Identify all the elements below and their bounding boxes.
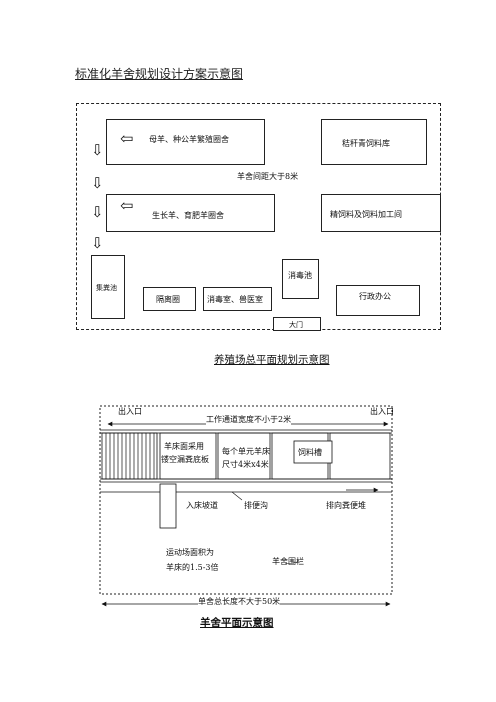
slat-lines — [105, 433, 155, 479]
farm-plan-caption: 养殖场总平面规划示意图 — [214, 354, 330, 366]
office-label: 行政办公 — [359, 292, 391, 301]
growing-shed-label: 生长羊、育肥羊圈舍 — [152, 211, 224, 220]
yard-area-line-2: 羊床的1.5-3倍 — [166, 563, 219, 572]
unit-size-line-1: 每个单元羊床 — [222, 447, 270, 456]
document-title: 标准化羊舍规划设计方案示意图 — [75, 67, 244, 81]
to-manure-label: 排向粪便堆 — [326, 501, 366, 510]
yard-fence-outline — [99, 405, 393, 595]
slat-floor-line-1: 羊床面采用 — [164, 442, 204, 451]
down-arrow-icon: ⇩ — [91, 141, 104, 159]
down-arrow-icon: ⇩ — [91, 234, 104, 252]
slat-floor-line-2: 镂空漏粪底板 — [161, 455, 209, 464]
pen-unit — [159, 432, 217, 480]
feed-trough-box — [293, 440, 333, 464]
disinfect-pond-label: 消毒池 — [288, 271, 312, 280]
isolation-pen-label: 隔离圈 — [156, 295, 180, 304]
drain-label: 排便沟 — [244, 501, 268, 510]
left-arrow-icon: ⇦ — [120, 196, 134, 215]
slatted-bay — [101, 432, 158, 480]
shed-spacing-note: 羊舍间距大于8米 — [237, 172, 299, 181]
shed-plan-caption: 羊舍平面示意图 — [200, 617, 274, 629]
main-gate: 大门 — [273, 317, 321, 331]
gate-label: 大门 — [289, 321, 303, 329]
entry-ramp — [159, 483, 177, 529]
manure-pond-label: 集粪池 — [96, 284, 117, 292]
yard-area-line-1: 运动场面积为 — [166, 548, 214, 557]
unit-size-line-2: 尺寸4米x4米 — [222, 460, 269, 469]
down-arrow-icon: ⇩ — [91, 174, 104, 192]
total-length-note: 单舍总长度不大于50米 — [198, 596, 281, 607]
feed-trough-label: 饲料槽 — [298, 448, 322, 457]
down-arrow-icon: ⇩ — [91, 203, 104, 221]
ewe-ram-breeding-shed: ⇦ 母羊、种公羊繁殖圈舍 — [106, 119, 265, 165]
growing-fattening-shed: ⇦ 生长羊、育肥羊圈舍 — [106, 194, 275, 232]
forage-store: 秸秆青饲料库 — [321, 119, 427, 165]
forage-store-label: 秸秆青饲料库 — [342, 139, 390, 148]
ewe-ram-shed-label: 母羊、种公羊繁殖圈舍 — [149, 135, 229, 144]
entry-ramp-label: 入床坡道 — [186, 501, 218, 510]
vet-room-label: 消毒室、兽医室 — [207, 295, 263, 304]
disinfection-pond: 消毒池 — [282, 259, 319, 299]
isolation-pen: 隔离圈 — [143, 287, 196, 311]
admin-office: 行政办公 — [336, 285, 420, 316]
feed-workshop-label: 精饲料及饲料加工间 — [330, 210, 402, 219]
exit-right-label: 出入口 — [370, 407, 394, 416]
left-arrow-icon: ⇦ — [120, 129, 134, 148]
fence-label: 羊舍围栏 — [272, 557, 304, 566]
manure-pond: 集粪池 — [91, 255, 125, 319]
pen-unit — [329, 432, 391, 480]
feed-processing-room: 精饲料及饲料加工间 — [321, 194, 441, 232]
exit-left-label: 出入口 — [118, 407, 142, 416]
aisle-width-note: 工作通道宽度不小于2米 — [206, 414, 292, 425]
vet-disinfection-room: 消毒室、兽医室 — [203, 287, 272, 311]
pen-unit — [217, 432, 271, 480]
